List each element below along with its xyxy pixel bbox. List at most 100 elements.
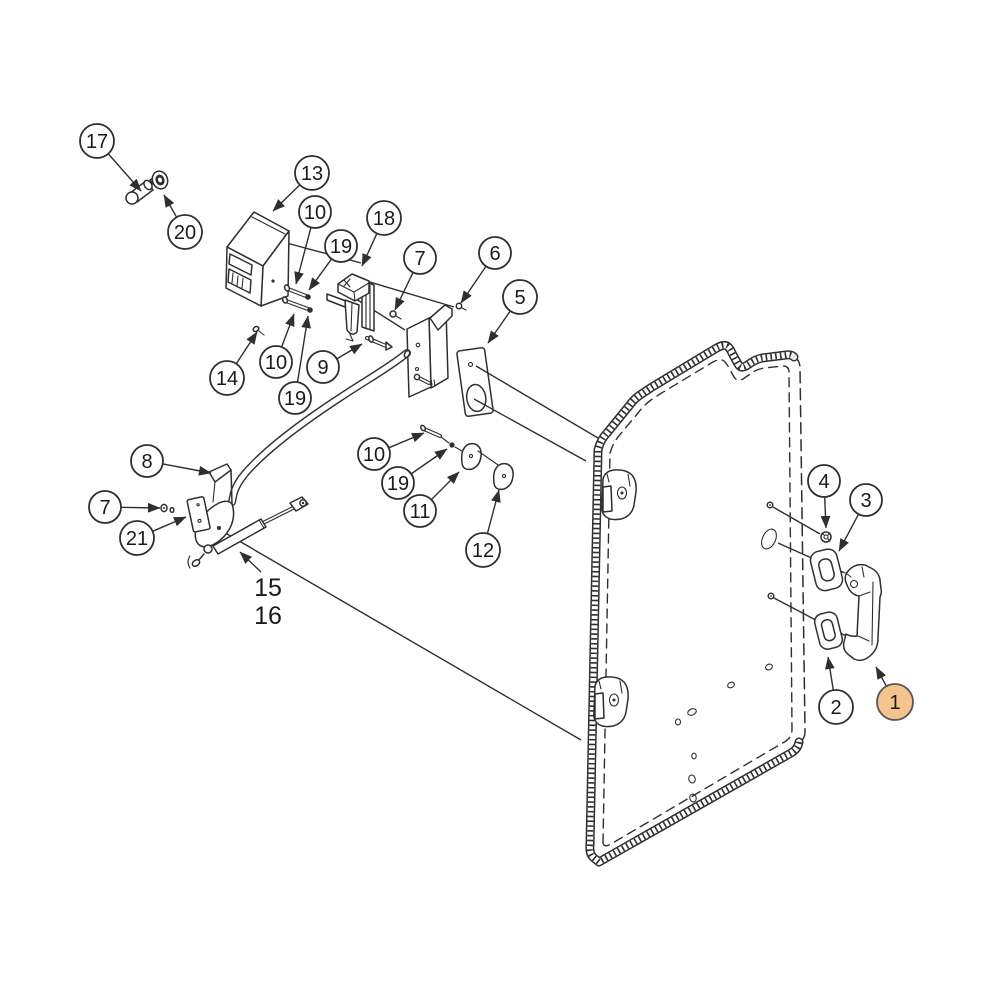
- callout-number: 8: [141, 451, 152, 473]
- callout-number: 7: [414, 248, 425, 270]
- callout-circle: [465, 532, 501, 568]
- callout-19[interactable]: 19: [308, 229, 358, 291]
- callout-4[interactable]: 4: [807, 464, 841, 529]
- screw-7-lower: [160, 503, 175, 514]
- callout-circle: [381, 466, 415, 500]
- push-nut-4: [820, 531, 832, 543]
- callout-number: 10: [265, 352, 287, 374]
- striker-bracket-13: [225, 211, 290, 307]
- callout-leader: [820, 496, 831, 529]
- callout-circle: [298, 195, 332, 229]
- callout-number: 12: [472, 540, 494, 562]
- pin-9: [365, 335, 393, 351]
- callout-9[interactable]: 9: [306, 343, 363, 384]
- callout-number: 9: [317, 357, 328, 379]
- callout-circle: [294, 155, 330, 191]
- screw-14: [252, 325, 265, 336]
- callout-circle: [478, 236, 512, 270]
- callout-number: 4: [818, 471, 829, 493]
- callout-6[interactable]: 6: [460, 236, 512, 304]
- striker-pins: [281, 284, 313, 313]
- callout-leader: [825, 656, 835, 691]
- shoulder-bolt-17: [125, 175, 160, 205]
- callout-13[interactable]: 13: [272, 155, 330, 212]
- callout-circle: [366, 200, 402, 236]
- callout-19[interactable]: 19: [278, 315, 312, 415]
- callout-circle: [502, 279, 538, 315]
- callout-circle: [79, 123, 115, 159]
- screw-6: [455, 302, 467, 311]
- callout-number: 19: [284, 388, 306, 410]
- door-hinge-lower: [593, 676, 629, 728]
- callout-circle: [306, 350, 340, 384]
- door-holes: [674, 528, 777, 803]
- callout-circle: [876, 683, 914, 721]
- spacer-plate-11: [460, 442, 482, 471]
- spacer-plate-12: [492, 462, 514, 491]
- callout-leader: [280, 313, 295, 348]
- callout-circle: [278, 381, 312, 415]
- callout-3[interactable]: 3: [838, 483, 883, 552]
- lower-pin-and-plates: [419, 424, 514, 491]
- callout-14[interactable]: 14: [209, 331, 258, 396]
- callout-20[interactable]: 20: [163, 194, 203, 250]
- nut-19-upper: [305, 294, 311, 300]
- callout-circle: [209, 360, 245, 396]
- callout-leader: [235, 331, 258, 365]
- label-16[interactable]: 16: [254, 602, 282, 630]
- nut-19-bottom: [449, 442, 455, 448]
- callout-number: 18: [373, 208, 395, 230]
- callout-leader: [272, 184, 301, 212]
- callout-number: 2: [830, 697, 841, 719]
- bellcrank-to-door-line: [221, 530, 582, 741]
- latch-plate-5: [456, 347, 494, 417]
- callout-2[interactable]: 2: [818, 656, 854, 725]
- callout-circle: [818, 689, 854, 725]
- screw-7-upper: [389, 310, 402, 320]
- callout-number: 20: [174, 222, 196, 244]
- callout-10[interactable]: 10: [357, 432, 425, 471]
- callout-leader: [486, 489, 501, 534]
- label-leader: [239, 551, 262, 573]
- bellcrank-8: [194, 463, 235, 548]
- callout-19[interactable]: 19: [381, 448, 448, 500]
- callout-leader: [152, 516, 187, 532]
- callout-number: 21: [126, 528, 148, 550]
- nut-19-lower: [307, 307, 313, 313]
- callout-circle: [403, 241, 437, 275]
- plate5-to-door-line-lower: [473, 398, 587, 462]
- callout-number: 5: [514, 287, 525, 309]
- callout-number: 17: [86, 131, 108, 153]
- door-hinge-upper: [601, 469, 637, 521]
- label-15[interactable]: 15: [239, 551, 282, 602]
- callout-1[interactable]: 1: [875, 666, 914, 721]
- door-right-edge-dashed: [793, 356, 806, 743]
- callout-leader: [163, 194, 178, 218]
- callout-7[interactable]: 7: [394, 241, 437, 311]
- callout-leader: [162, 463, 212, 476]
- callout-21[interactable]: 21: [119, 516, 187, 556]
- callout-8[interactable]: 8: [130, 444, 212, 478]
- callout-10[interactable]: 10: [294, 195, 332, 285]
- callout-5[interactable]: 5: [487, 279, 538, 344]
- callout-7[interactable]: 7: [88, 490, 161, 524]
- callout-number: 19: [387, 473, 409, 495]
- handle-rod: [228, 349, 411, 506]
- latch-mounting-bracket: [406, 304, 453, 398]
- callout-leader: [308, 258, 333, 291]
- callout-11[interactable]: 11: [403, 471, 460, 528]
- plate5-to-door-line-upper: [475, 365, 599, 439]
- callout-12[interactable]: 12: [465, 489, 501, 568]
- callout-circle: [849, 483, 883, 517]
- callout-18[interactable]: 18: [361, 200, 402, 267]
- callout-17[interactable]: 17: [79, 123, 142, 192]
- callout-number: 6: [489, 243, 500, 265]
- callout-number: 10: [363, 444, 385, 466]
- callout-leader: [296, 315, 311, 383]
- fastener-axis-upper: [362, 279, 455, 308]
- screw-lower: [767, 592, 775, 600]
- callout-10[interactable]: 10: [259, 313, 295, 379]
- callout-number: 3: [860, 490, 871, 512]
